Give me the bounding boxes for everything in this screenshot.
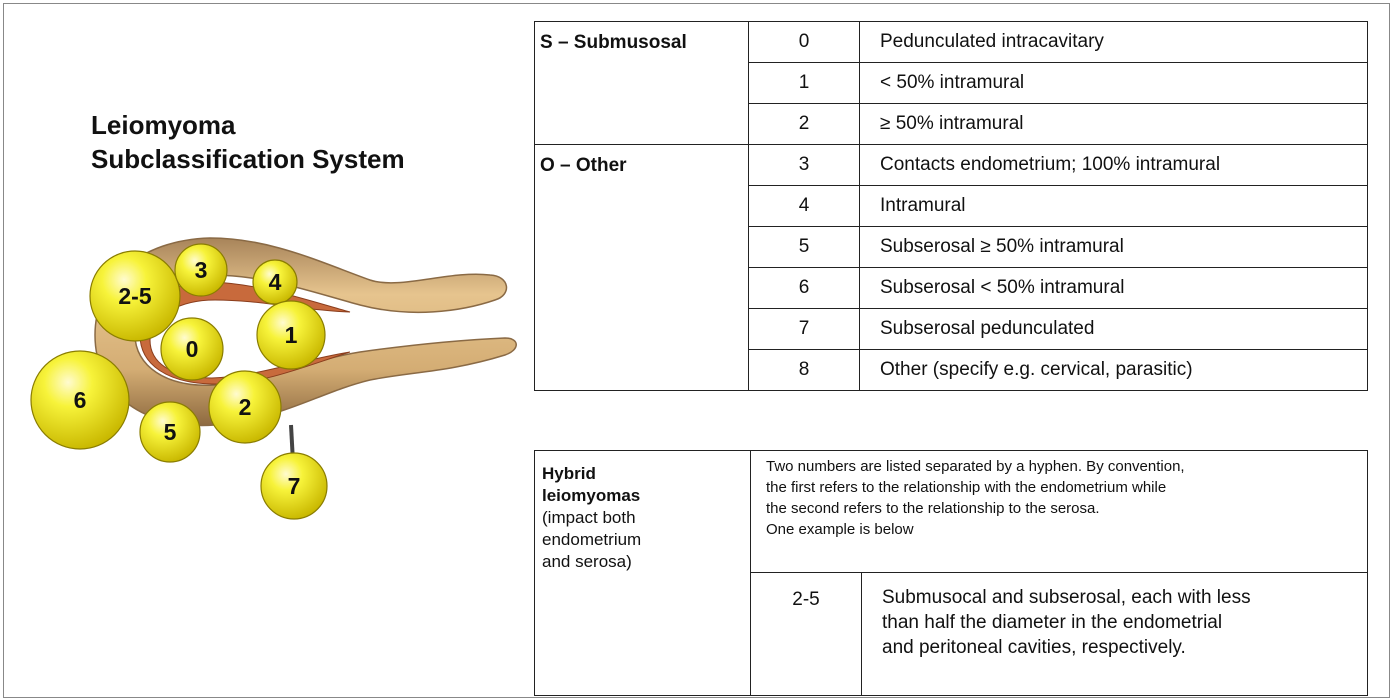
type-code: 1 [749, 63, 860, 104]
type-code: 7 [749, 309, 860, 350]
hybrid-title-1: Hybrid [542, 463, 750, 485]
category-cell: O – Other [535, 145, 749, 391]
type-description: Subserosal < 50% intramural [860, 268, 1368, 309]
fibroid-label: 5 [164, 419, 177, 445]
type-code: 2 [749, 104, 860, 145]
type-description: ≥ 50% intramural [860, 104, 1368, 145]
hybrid-description: Two numbers are listed separated by a hy… [751, 451, 1368, 573]
type-code: 6 [749, 268, 860, 309]
hybrid-example-desc: Submusocal and subserosal, each with les… [862, 573, 1368, 696]
type-description: Other (specify e.g. cervical, parasitic) [860, 350, 1368, 391]
type-description: Subserosal ≥ 50% intramural [860, 227, 1368, 268]
hybrid-desc-line: the second refers to the relationship to… [766, 498, 1359, 519]
type-code: 0 [749, 22, 860, 63]
hybrid-subtitle: (impact both endometrium and serosa) [542, 507, 652, 573]
type-description: Pedunculated intracavitary [860, 22, 1368, 63]
fibroid-label: 2 [239, 394, 252, 420]
type-description: Intramural [860, 186, 1368, 227]
fibroid-label: 7 [288, 473, 301, 499]
hybrid-desc-line: the first refers to the relationship wit… [766, 477, 1359, 498]
fibroid-label: 4 [269, 269, 282, 295]
hybrid-desc-line: One example is below [766, 519, 1359, 540]
hybrid-desc-line: Two numbers are listed separated by a hy… [766, 456, 1359, 477]
hybrid-table: Hybrid leiomyomas (impact both endometri… [534, 450, 1368, 696]
hybrid-example-line: Submusocal and subserosal, each with les… [882, 585, 1357, 610]
type-description: Contacts endometrium; 100% intramural [860, 145, 1368, 186]
type-description: < 50% intramural [860, 63, 1368, 104]
hybrid-example-code: 2-5 [751, 573, 862, 696]
type-code: 8 [749, 350, 860, 391]
type-code: 4 [749, 186, 860, 227]
fibroid-label: 6 [74, 387, 87, 413]
hybrid-example-line: than half the diameter in the endometria… [882, 610, 1357, 635]
fibroid-label: 3 [195, 257, 208, 283]
type-description: Subserosal pedunculated [860, 309, 1368, 350]
hybrid-category-cell: Hybrid leiomyomas (impact both endometri… [535, 451, 751, 696]
fibroid-label: 0 [186, 336, 199, 362]
category-cell: S – Submusosal [535, 22, 749, 145]
type-code: 3 [749, 145, 860, 186]
hybrid-example-line: and peritoneal cavities, respectively. [882, 635, 1357, 660]
hybrid-title-2: leiomyomas [542, 485, 750, 507]
fibroid-label: 1 [285, 322, 298, 348]
uterus-diagram: 2-5 3 4 0 1 6 2 5 7 [0, 0, 540, 700]
type-code: 5 [749, 227, 860, 268]
fibroid-label: 2-5 [118, 283, 151, 309]
